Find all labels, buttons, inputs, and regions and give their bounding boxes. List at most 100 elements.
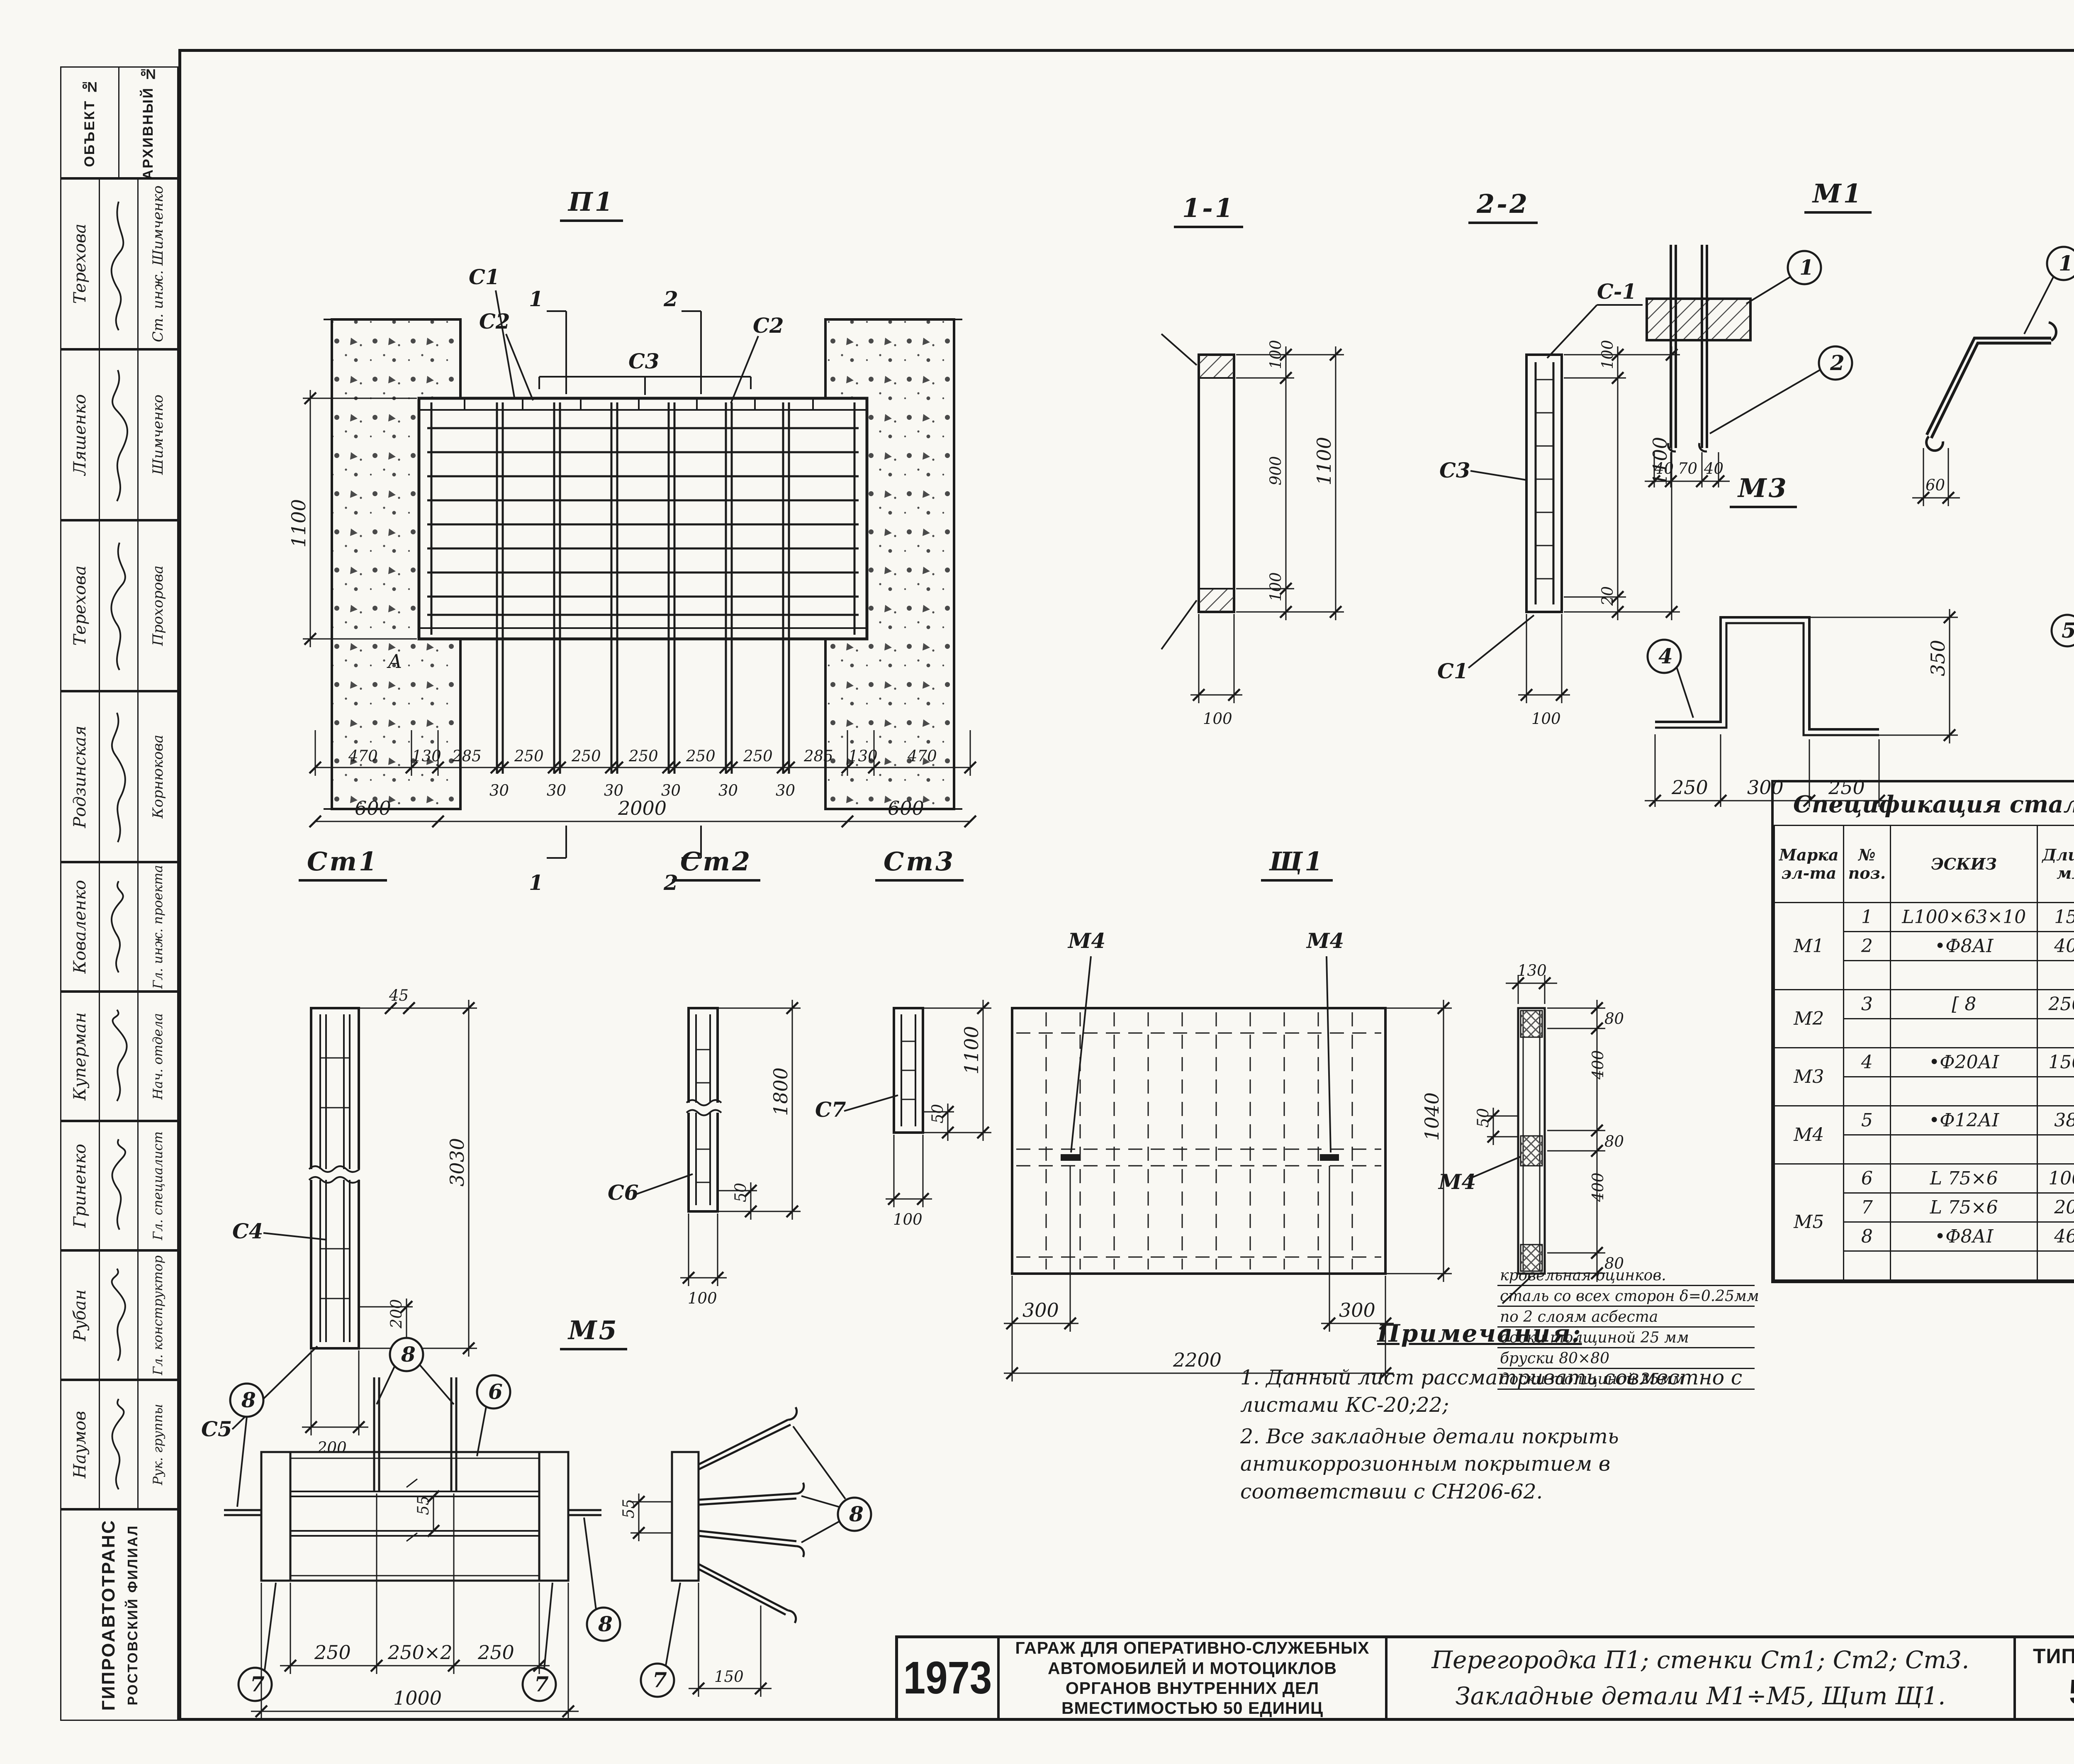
dim-label: 1040 [1421,1092,1443,1141]
sch1-side-dims [1468,975,1605,1304]
dim-label: 600 [355,797,391,819]
notes-title: Примечания: [1377,1319,1582,1347]
signature-scribble [110,201,124,331]
dim-label: 130 [1517,962,1547,979]
len-cell: 400 [2037,931,2074,961]
callout-c5: С5 [201,1417,232,1441]
dim-label: 1100 [1313,437,1335,485]
dim-label: 55 [620,1499,638,1518]
approval-name: Родзинская [71,725,90,828]
dim-label: 470 [907,747,937,765]
callout-5: 5 [2062,618,2074,643]
sch1-side-view [1517,1007,1546,1275]
sch1-geometry [1011,1007,1387,1275]
note-2: 2. Все закладные детали покрыть антикорр… [1240,1425,1619,1503]
callout-4: 4 [1658,644,1673,668]
dim-label: 100 [1267,572,1285,602]
signature-cell [99,520,139,691]
col-header: Марка эл-та [1774,825,1844,903]
dim-label: 250 [314,1641,351,1664]
sketch-cell: L 75×6 [1890,1163,2038,1194]
section-mark-2: 2 [663,870,678,895]
sheet-title-line: Закладные детали М1÷М5, Щит Щ1. [1455,1682,1946,1710]
dim-label: 600 [888,797,924,819]
callout-c6: С6 [608,1180,639,1205]
sketch-cell: L100×63×10 [1890,902,2038,932]
staff-name: Гриненко [71,1143,90,1228]
callout-c2: С2 [479,309,510,334]
year-cell: 1973 [898,1638,1000,1718]
st3-geometry [893,1007,924,1134]
org-name: ГИПРОАВТОТРАНС [98,1519,119,1711]
callout-7: 7 [534,1672,549,1696]
project-line: ОРГАНОВ ВНУТРЕННИХ ДЕЛ [1065,1679,1319,1698]
dim-label: 400 [1589,1172,1607,1202]
m1-figure: 1 2 1 40 70 40 60 [1645,245,2074,506]
m4-callout: 5 [2050,614,2074,648]
signature-scribble [111,1139,126,1230]
callout-7: 7 [250,1672,265,1696]
section-mark-1: 1 [529,870,543,895]
callout-c3: С3 [628,349,660,373]
st3-figure: С7 1100 50 100 [815,1000,991,1228]
dim-label: 30 [547,782,566,799]
signature-scribble [111,1268,126,1361]
archive-number-label: АРХИВНЫЙ № [140,66,156,178]
dim-label: 2200 [1173,1349,1222,1371]
p1-dim-height [303,390,417,647]
dim-label: 470 [348,747,378,765]
m3-callout: 4 [1646,638,1694,718]
m3-geometry [1655,616,1879,736]
dim-label: 30 [604,782,623,799]
project-name-cell: ГАРАЖ ДЛЯ ОПЕРАТИВНО-СЛУЖЕБНЫХ АВТОМОБИЛ… [1000,1638,1388,1718]
layer-line: сталь со всех сторон δ=0.25мм [1497,1286,1759,1307]
dim-label: 1000 [393,1687,442,1709]
signature-scribble [111,712,126,843]
m5-dims [251,1494,579,1720]
dim-label: 100 [1531,710,1561,728]
callout-c1: С1 [469,265,500,289]
st1-title: Ст1 [299,846,387,882]
dim-label: 1100 [287,499,310,548]
dim-label: 30 [776,782,795,799]
org-branch: РОСТОВСКИЙ ФИЛИАЛ [124,1525,140,1706]
layer-line: доски толщиной 25мм [1497,1369,1755,1390]
st2-geometry [685,1007,722,1213]
sch1-dims [1004,1000,1452,1381]
dim-label: 80 [1604,1133,1624,1150]
signature-scribble [111,1398,125,1490]
st1-dims [302,1000,477,1435]
p1-figure: 1100 С1 С2 С2 С3 1 2 1 2 А 470 130 285 2… [287,265,996,895]
m1-title: М1 [1804,178,1872,214]
mark-cell: М2 [1774,989,1844,1048]
layer-line: кровельная оцинков. [1497,1265,1755,1286]
callout-m4: М4 [1306,928,1344,953]
staff-role: Гл. инж. проекта [150,865,166,989]
st1-geometry [308,1007,362,1350]
m1-geometry [1646,245,2057,453]
spec-steel-grid: Марка эл-та № поз. ЭСКИЗ Длина мм кол. ш… [1774,825,2074,1281]
callout-c-1: С-1 [1597,279,1636,304]
len-cell: 205 [2037,1192,2074,1223]
dim-label: 250 [686,747,716,765]
dim-label: 130 [412,747,441,765]
approval-name2: Прохорова [149,565,166,646]
year: 1973 [903,1652,992,1703]
dim-label: 30 [718,782,738,799]
tp-label: ТИПОВОЙ ПРОЕКТ [2033,1645,2074,1668]
s22-title: 2-2 [1468,189,1538,224]
stamp-archive-cell: АРХИВНЫЙ № [118,66,178,178]
layer-line: бруски 80×80 [1497,1348,1755,1369]
callout-8: 8 [849,1502,864,1526]
m5-side-callouts: 8 7 [640,1425,872,1698]
len-cell: 1500 [2037,1047,2074,1077]
section-mark-1: 1 [529,287,543,311]
signature-cell [99,178,139,349]
staff-role: Гл. конструктор [150,1255,166,1375]
m3-dims [1645,609,1958,807]
m5-side-view [671,1406,805,1624]
dim-label: 100 [1599,340,1616,369]
sch1-leaders [1070,956,1332,1153]
staff-role: Рук. группы [150,1404,166,1485]
